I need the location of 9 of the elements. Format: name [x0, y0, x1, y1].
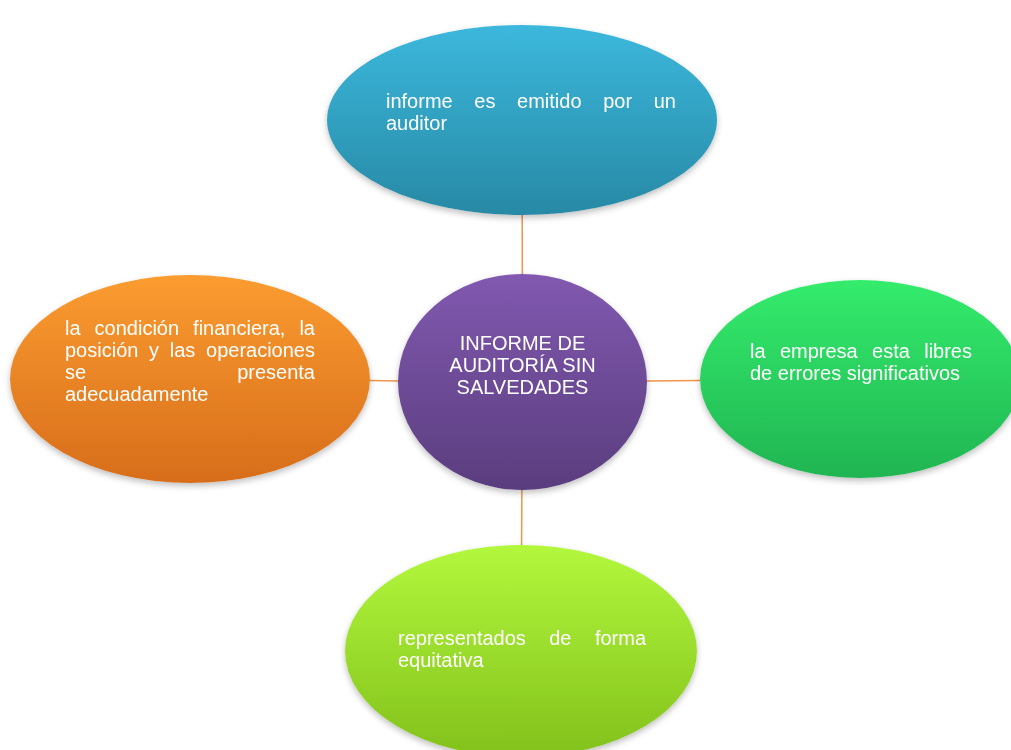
node-text: INFORME DE AUDITORÍA SIN SALVEDADES	[448, 332, 597, 398]
node-text: informe es emitido por un auditor	[386, 90, 676, 134]
connector-line	[646, 379, 701, 382]
node-text: la empresa esta libres de errores significativos	[750, 340, 972, 384]
node-text: la condición financiera, la posición y las operaciones se presenta adecuadamente	[65, 317, 315, 405]
node-text: representados de forma equitativa	[398, 627, 646, 671]
connector-line	[369, 379, 399, 382]
connector-line	[520, 489, 523, 546]
connector-line	[521, 214, 524, 275]
